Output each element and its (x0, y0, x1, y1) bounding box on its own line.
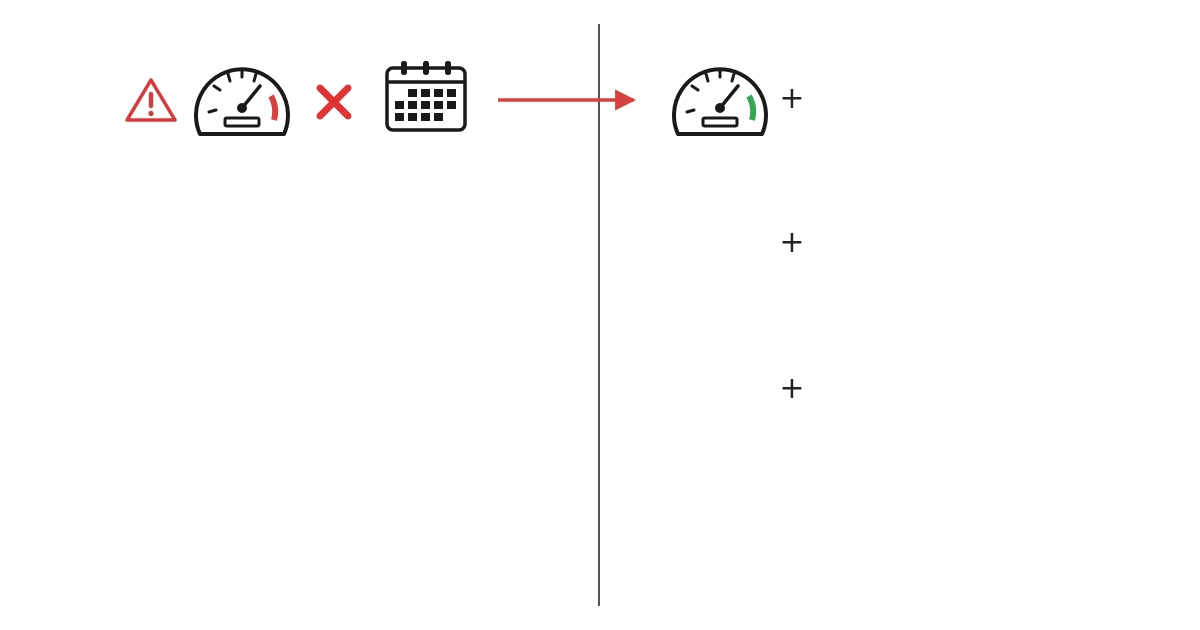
row-mileage-and-date (125, 60, 766, 134)
speedometer-green-icon (674, 69, 766, 134)
warning-triangle-icon (125, 78, 177, 122)
plus-sign: + (779, 371, 805, 406)
cross-icon (320, 88, 348, 116)
calendar-icon (385, 60, 467, 132)
speedometer-red-icon (196, 69, 288, 134)
plus-sign: + (779, 225, 805, 260)
plus-sign: + (779, 81, 805, 116)
